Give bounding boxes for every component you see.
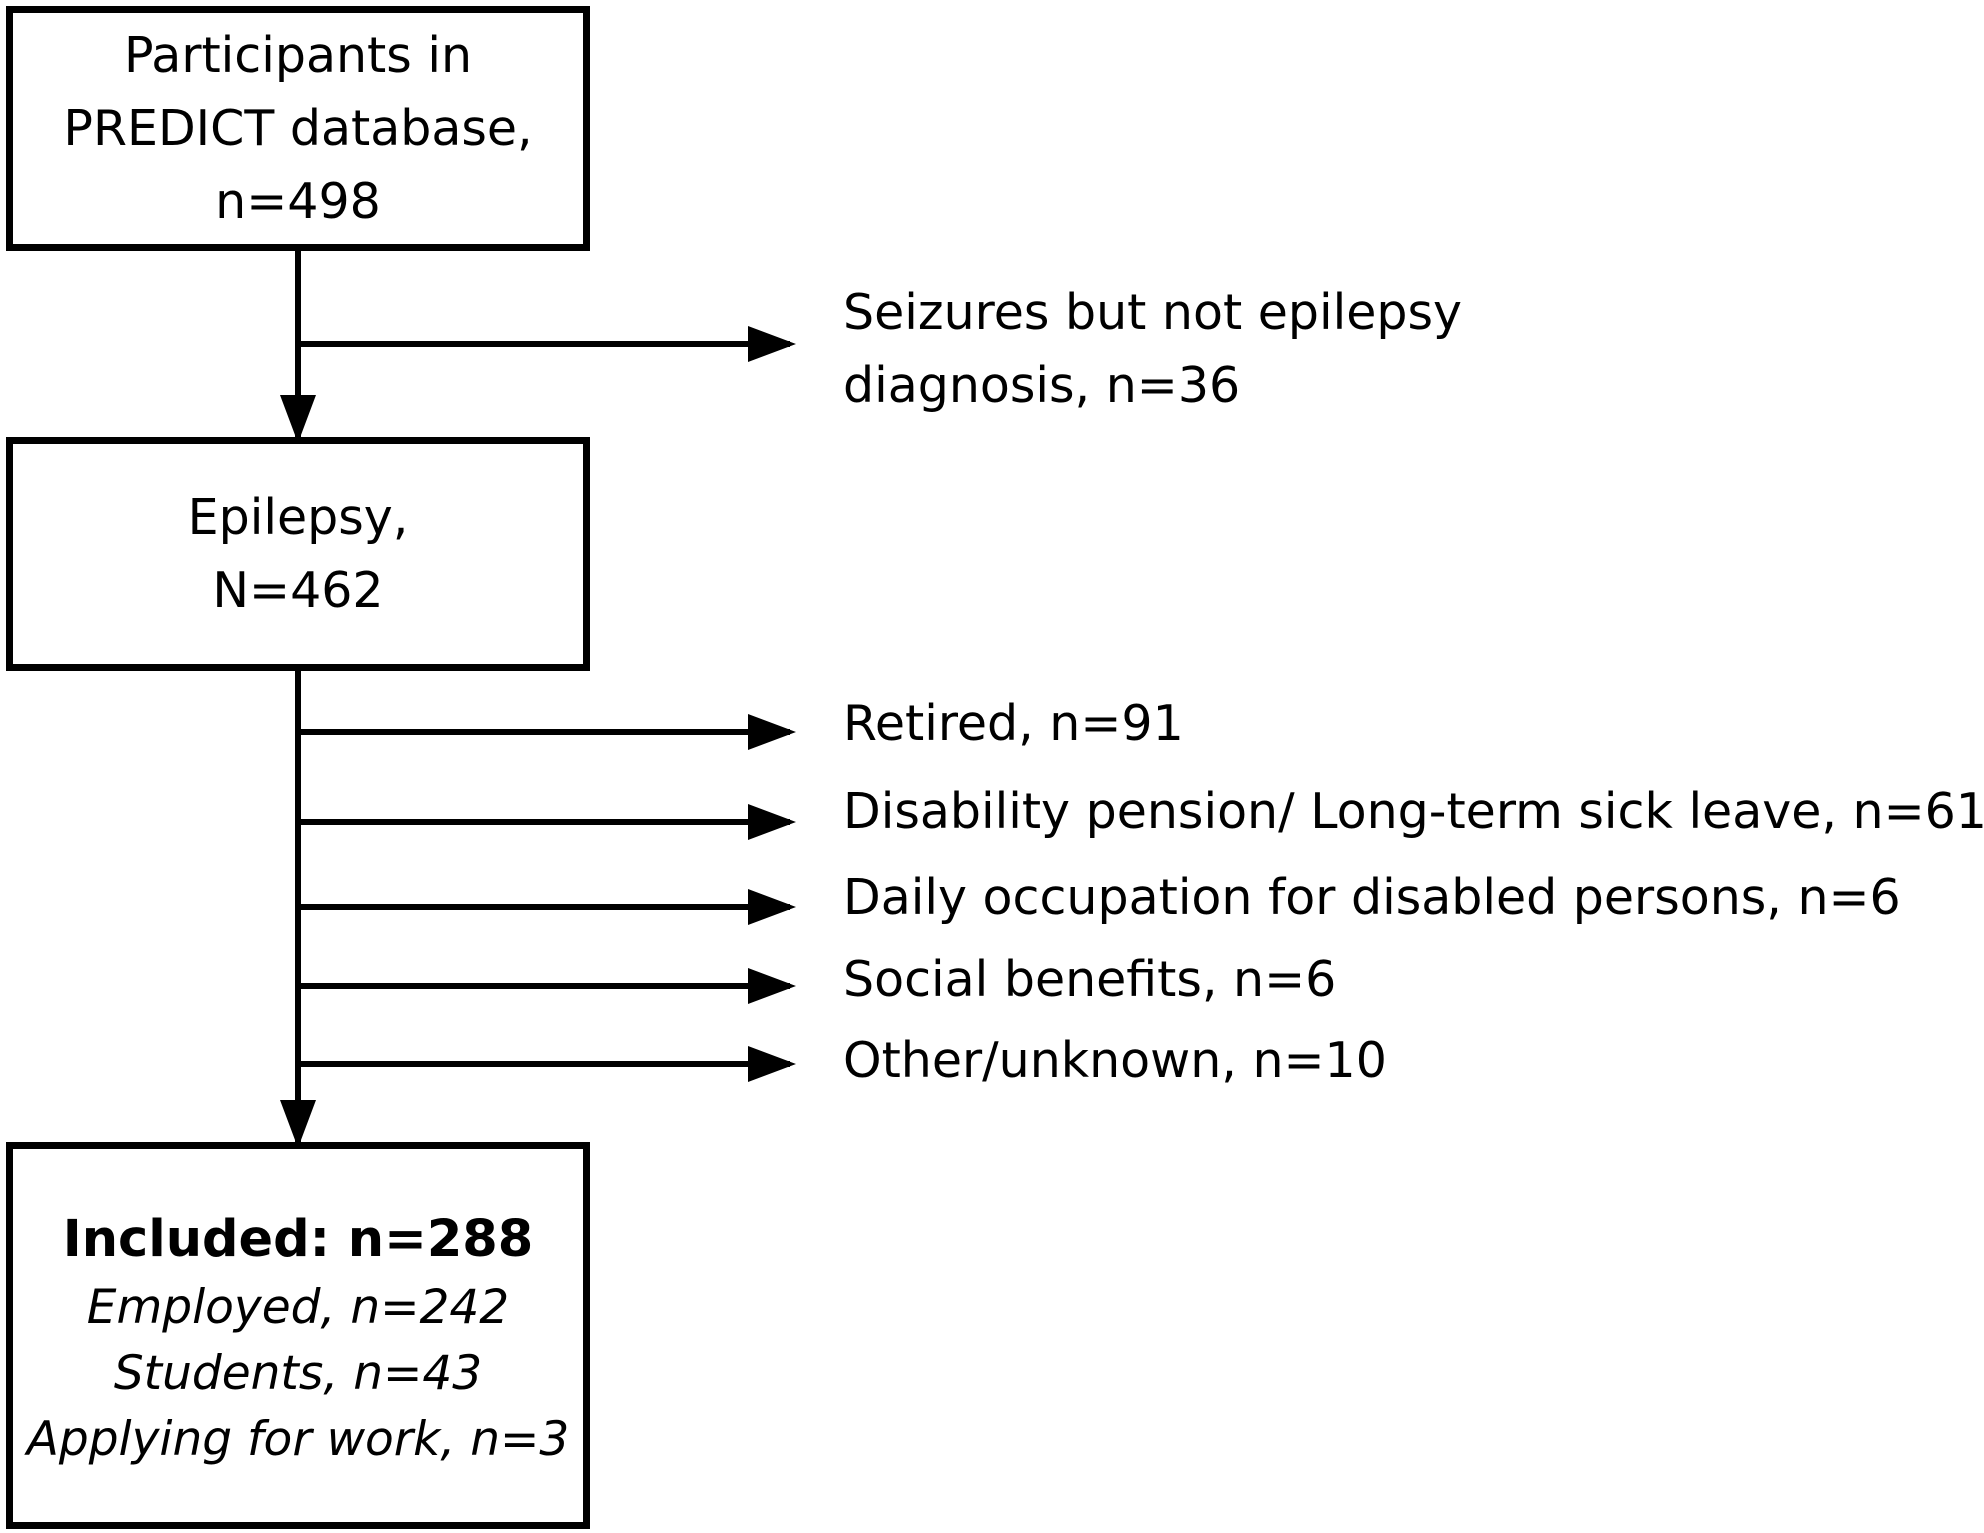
- participants-box: Participants in PREDICT database, n=498: [6, 6, 590, 251]
- participants-line-3: n=498: [215, 173, 381, 230]
- participants-line-2: PREDICT database,: [63, 100, 533, 157]
- non-epilepsy-label-line-2: diagnosis, n=36: [843, 357, 1241, 414]
- included-line-1: Employed, n=242: [86, 1279, 510, 1335]
- exclusion-label-5: Other/unknown, n=10: [843, 1032, 1387, 1089]
- exclusion-label-3: Daily occupation for disabled persons, n…: [843, 869, 1901, 926]
- exclusion-label-4: Social benefits, n=6: [843, 951, 1337, 1008]
- included-line-3: Applying for work, n=3: [26, 1411, 570, 1467]
- epilepsy-line-1: Epilepsy,: [187, 489, 409, 546]
- included-line-2: Students, n=43: [113, 1345, 483, 1401]
- non-epilepsy-label-line-1: Seizures but not epilepsy: [843, 284, 1462, 341]
- exclusion-label-2: Disability pension/ Long-term sick leave…: [843, 783, 1984, 840]
- epilepsy-line-2: N=462: [212, 562, 384, 619]
- exclusion-label-1: Retired, n=91: [843, 695, 1184, 752]
- participants-line-1: Participants in: [123, 27, 473, 84]
- included-box: Included: n=288 Employed, n=242 Students…: [6, 1142, 590, 1529]
- included-title: Included: n=288: [62, 1209, 534, 1269]
- epilepsy-box: Epilepsy, N=462: [6, 437, 590, 671]
